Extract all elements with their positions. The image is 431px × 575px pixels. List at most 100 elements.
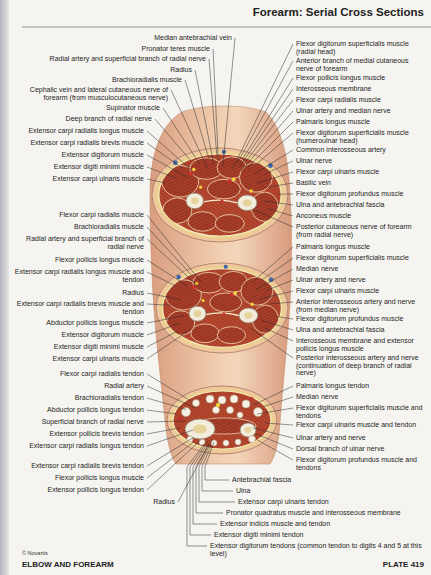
structure-label: Radial artery and superficial branch of … (8, 235, 144, 250)
forearm-illustration (218, 396, 226, 404)
leader-line (269, 302, 293, 304)
structure-label: Common interosseous artery (296, 146, 427, 154)
leader-line (245, 100, 293, 162)
structure-label: Flexor carpi ulnaris muscle (296, 287, 427, 295)
structure-label: Extensor digiti minimi tendon (214, 531, 427, 539)
forearm-illustration (249, 436, 256, 443)
leader-line (263, 397, 293, 407)
forearm-illustration (182, 395, 263, 446)
leader-line (254, 150, 293, 174)
structure-label: Palmaris longus muscle (296, 243, 427, 251)
leader-line (255, 434, 293, 449)
structure-label: Radial artery and superficial branch of … (8, 55, 206, 63)
structure-label: Radius (8, 66, 192, 74)
leader-line (147, 443, 193, 478)
leader-line (147, 428, 181, 434)
structure-label: Extensor carpi ulnaris tendon (238, 498, 427, 506)
leader-line (155, 119, 191, 161)
leader-line (268, 183, 293, 187)
forearm-illustration (223, 440, 229, 446)
leader-line (147, 421, 186, 422)
leader-line (265, 423, 293, 425)
leader-line (147, 131, 192, 171)
forearm-illustration (182, 408, 191, 417)
structure-label: Extensor pollicis brevis tendon (8, 430, 144, 438)
leader-line (147, 329, 191, 359)
forearm-illustration (150, 106, 292, 464)
leader-line (196, 443, 223, 513)
forearm-illustration (254, 395, 257, 398)
forearm-illustration (193, 425, 207, 434)
structure-label: Ulna and antebrachial fascia (296, 326, 427, 334)
forearm-illustration (206, 395, 214, 403)
leader-line (147, 386, 195, 408)
forearm-illustration (237, 412, 243, 418)
leader-line (147, 374, 191, 401)
structure-label: Posterior interosseous artery and nerve … (296, 354, 427, 377)
leader-line (163, 108, 200, 164)
leader-line (195, 70, 214, 164)
structure-label: Deep branch of radial nerve (8, 115, 152, 123)
leader-line (248, 122, 293, 167)
structure-label: Brachioradialis tendon (8, 394, 144, 402)
structure-label: Interosseous membrane (296, 85, 427, 93)
structure-label: Extensor pollicis longus tendon (8, 486, 144, 494)
structure-label: Extensor indicis muscle and tendon (220, 520, 427, 528)
structure-label: Radius (8, 289, 144, 297)
structure-label: Basilic vein (296, 179, 427, 187)
structure-label: Brachioradialis muscle (8, 223, 144, 231)
structure-label: Abductor pollicis longus muscle (8, 319, 144, 327)
leader-line (250, 327, 293, 358)
structure-label: Flexor digitorum profundus muscle (296, 315, 427, 323)
structure-label: Ulnar artery and nerve (296, 276, 427, 284)
forearm-illustration (178, 417, 182, 421)
leader-line (147, 155, 188, 177)
leader-line (257, 172, 293, 183)
structure-label: Posterior cutaneous nerve of forearm (fr… (296, 223, 427, 238)
structure-label: Flexor digitorum superficialis muscle (r… (296, 40, 427, 55)
structure-label: Extensor carpi radialis longus muscle an… (8, 268, 144, 283)
forearm-illustration (152, 148, 288, 242)
structure-label: Pronator quadratus muscle and interosseo… (226, 509, 427, 517)
leader-line (223, 38, 235, 167)
leader-line (256, 269, 293, 289)
leader-line (254, 210, 293, 227)
structure-label: Extensor digitorum muscle (8, 151, 144, 159)
leader-line (147, 260, 187, 286)
structure-label: Extensor carpi radialis brevis tendon (8, 462, 144, 470)
forearm-illustration (250, 396, 254, 400)
structure-label: Dorsal branch of ulnar nerve (296, 445, 427, 453)
forearm-illustration (0, 0, 9, 575)
forearm-illustration (254, 408, 263, 417)
structure-label: Brachioradialis muscle (8, 76, 182, 84)
structure-label: Radius (8, 498, 175, 506)
leader-line (256, 133, 293, 164)
structure-label: Antebrachial fascia (232, 476, 427, 484)
structure-label: Radial artery (8, 382, 144, 390)
structure-label: Ulnar artery and nerve (296, 434, 427, 442)
structure-label: Palmaris longus muscle (296, 118, 427, 126)
footer-text: ELBOW AND FOREARM (22, 560, 114, 569)
forearm-illustration (230, 395, 238, 403)
leader-line (237, 61, 293, 163)
leader-line (147, 323, 180, 335)
structure-label: Extensor carpi ulnaris muscle (8, 175, 144, 183)
leader-line (147, 430, 193, 446)
structure-label: Anconeus muscle (296, 212, 427, 220)
leader-line (147, 179, 165, 183)
leader-line (264, 201, 293, 205)
leader-line (193, 447, 217, 524)
forearm-illustration (216, 403, 220, 407)
structure-label: Ulnar artery and median nerve (296, 107, 427, 115)
structure-label: Abductor pollicis longus tendon (8, 406, 144, 414)
leader-line (253, 428, 293, 438)
structure-label: Extensor carpi radialis longus tendon (8, 442, 144, 450)
structure-label: Extensor carpi radialis brevis muscle (8, 139, 144, 147)
structure-label: Flexor digitorum superficialis muscle (296, 254, 427, 262)
leader-line (147, 439, 202, 490)
forearm-illustration (242, 400, 250, 408)
structure-label: Flexor pollicis longus muscle (8, 256, 144, 264)
leader-line (243, 78, 293, 158)
